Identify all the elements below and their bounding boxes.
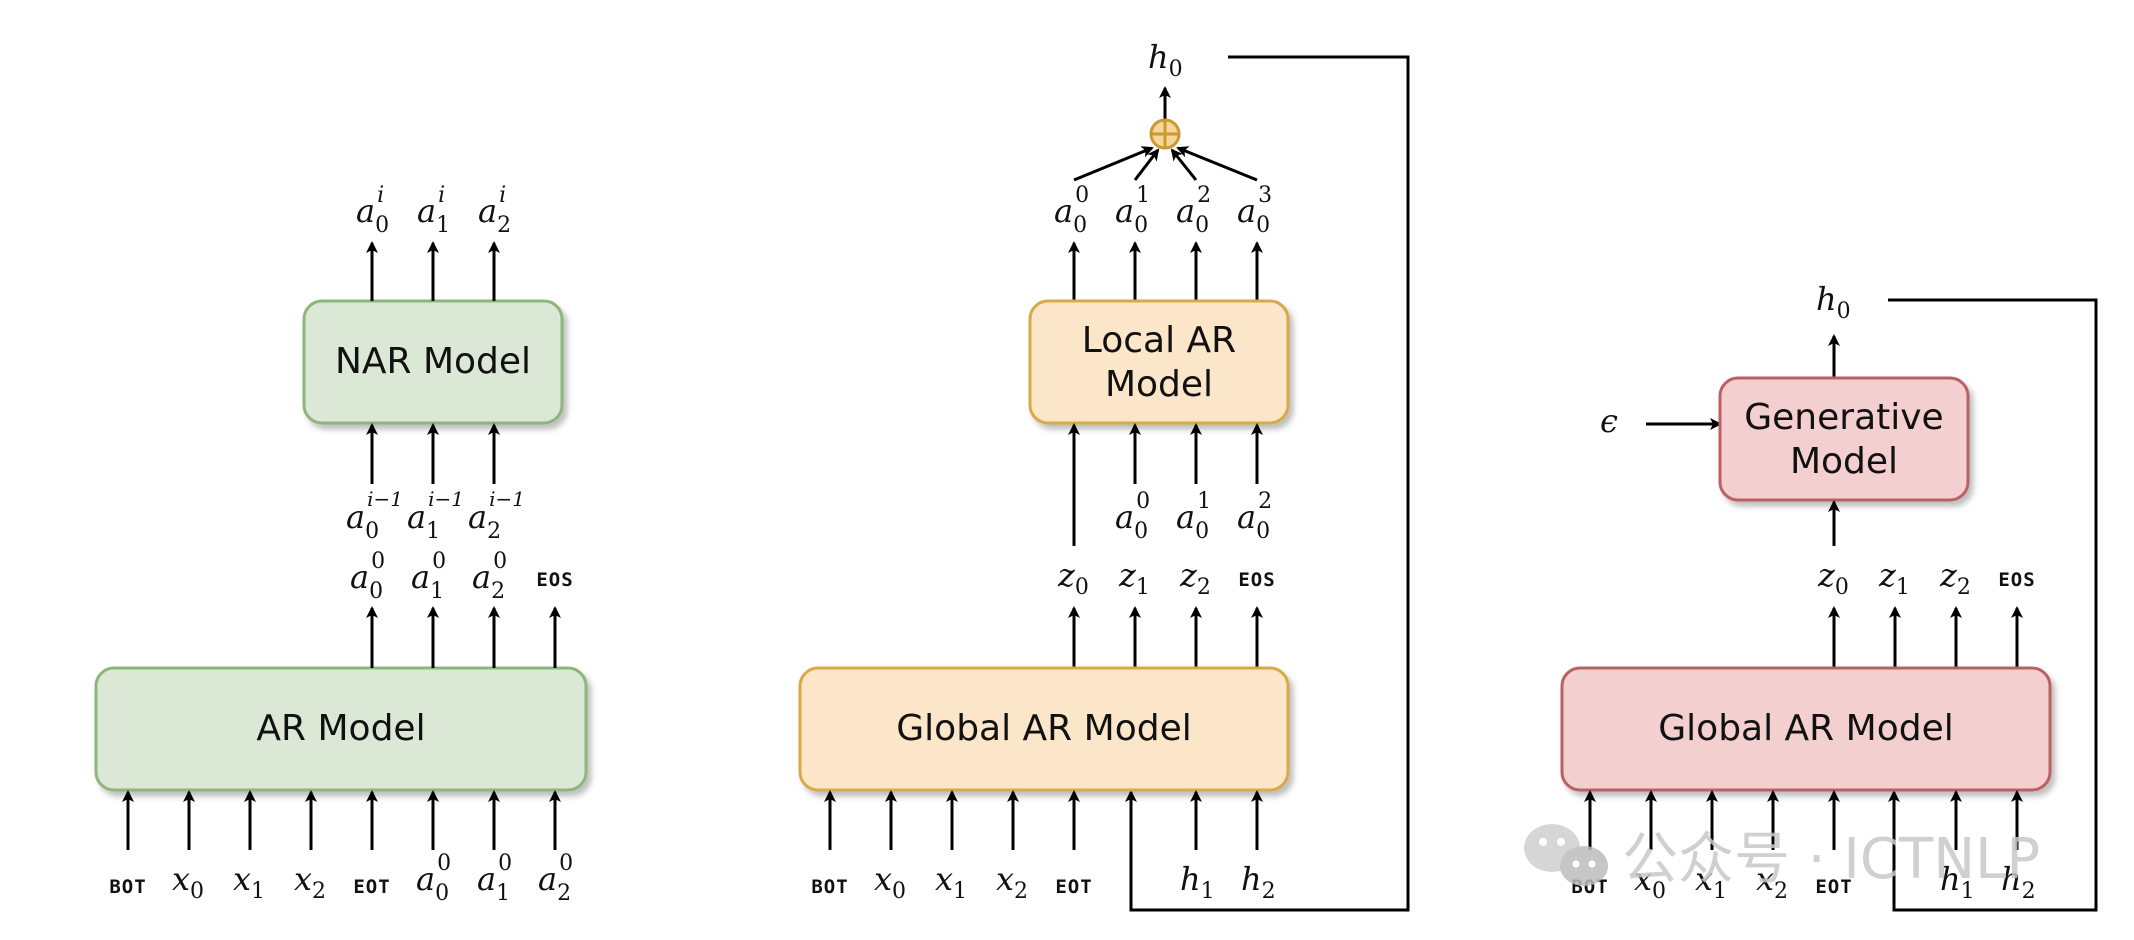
wechat-icon — [1524, 824, 1608, 886]
epsilon-label: ϵ — [1600, 402, 1618, 440]
generative-model-box — [1718, 376, 1970, 502]
global-ar-model-label-3: Global AR Model — [1658, 708, 1953, 749]
ar-output-a2: a20 — [472, 549, 507, 604]
global-ar-model-box-2 — [798, 666, 1290, 792]
nar-output-a1: a1i — [417, 183, 450, 238]
ar-input-eot: EOT — [353, 876, 390, 898]
global3-output-z0: z0 — [1817, 556, 1849, 600]
panel-local-ar: h0 a00 a01 a02 a03 Local AR Model — [798, 38, 1410, 912]
global2-input-eot: EOT — [1055, 876, 1092, 898]
ar-input-bot: BOT — [109, 876, 146, 898]
nar-output-arrows — [366, 241, 500, 301]
nar-input-a0-prev: a0i−1 — [346, 487, 403, 544]
global3-input-arrows — [1584, 790, 2023, 850]
global-ar-model-box-3 — [1560, 666, 2052, 792]
watermark-text: 公众号 · ICTNLP — [1622, 827, 2040, 892]
ar-input-x2: x2 — [294, 860, 326, 904]
ar-input-x0: x0 — [172, 860, 204, 904]
ar-output-a0: a00 — [350, 549, 385, 604]
local-input-a01: a01 — [1176, 489, 1211, 544]
ar-input-a0: a00 — [416, 851, 451, 906]
gen-h0-label: h0 — [1816, 280, 1851, 324]
global2-input-bot: BOT — [811, 876, 848, 898]
local-input-a02: a02 — [1237, 489, 1272, 544]
global3-input-x1: x1 — [1695, 860, 1727, 904]
local-input-arrows — [1068, 423, 1263, 546]
nar-output-a2: a2i — [478, 183, 511, 238]
sum-input-arrows — [1073, 146, 1258, 182]
global3-input-eot: EOT — [1815, 876, 1852, 898]
global2-output-z2: z2 — [1179, 556, 1211, 600]
local-h0-label: h0 — [1148, 38, 1183, 82]
global3-input-x0: x0 — [1634, 860, 1666, 904]
nar-input-a1-prev: a1i−1 — [407, 487, 464, 544]
watermark: 公众号 · ICTNLP — [1524, 824, 2040, 892]
nar-model-label: NAR Model — [335, 341, 531, 382]
ar-input-a2: a20 — [538, 851, 573, 906]
local-output-a02: a02 — [1176, 183, 1211, 238]
local-ar-model-box — [1028, 299, 1290, 425]
global3-input-h1: h1 — [1940, 860, 1975, 904]
local-output-a00: a00 — [1054, 183, 1089, 238]
nar-input-arrows — [366, 423, 500, 484]
global2-input-x2: x2 — [996, 860, 1028, 904]
ar-input-arrows — [122, 790, 561, 850]
global3-output-eos: EOS — [1998, 569, 2035, 591]
generative-model-label-line2: Model — [1790, 441, 1898, 482]
nar-input-a2-prev: a2i−1 — [468, 487, 525, 544]
global2-input-arrows — [824, 790, 1263, 850]
panel-nar: NAR Model AR Model a0i a1i a2i a0i−1 a1i… — [94, 183, 588, 906]
ar-model-label: AR Model — [256, 708, 425, 749]
global2-output-arrows — [1068, 606, 1263, 668]
global2-input-x0: x0 — [874, 860, 906, 904]
global2-output-eos: EOS — [1238, 569, 1275, 591]
global3-input-x2: x2 — [1756, 860, 1788, 904]
local-ar-model-label-line1: Local AR — [1082, 320, 1236, 361]
global2-output-z0: z0 — [1057, 556, 1089, 600]
generative-model-label-line1: Generative — [1744, 397, 1943, 438]
ar-model-box — [94, 666, 588, 792]
global-ar-model-label-2: Global AR Model — [896, 708, 1191, 749]
local-feedback-line — [1129, 55, 1410, 912]
gen-feedback-line — [1888, 298, 2098, 912]
local-output-a03: a03 — [1237, 183, 1272, 238]
local-input-a00: a00 — [1115, 489, 1150, 544]
local-output-arrows — [1068, 241, 1263, 301]
ar-output-arrows — [366, 606, 561, 668]
local-output-a01: a01 — [1115, 183, 1150, 238]
global2-input-x1: x1 — [935, 860, 967, 904]
ar-output-eos: EOS — [536, 569, 573, 591]
global3-output-arrows — [1828, 606, 2023, 668]
nar-output-a0: a0i — [356, 183, 389, 238]
ar-input-x1: x1 — [233, 860, 265, 904]
global3-input-h2: h2 — [2001, 860, 2036, 904]
ar-input-a1: a10 — [477, 851, 512, 906]
global2-output-z1: z1 — [1118, 556, 1150, 600]
global3-output-z1: z1 — [1878, 556, 1910, 600]
global3-output-z2: z2 — [1939, 556, 1971, 600]
local-ar-model-label-line2: Model — [1105, 364, 1213, 405]
global2-input-h2: h2 — [1241, 860, 1276, 904]
ar-output-a1: a10 — [411, 549, 446, 604]
panel-generative: h0 ϵ Generative Model z0 z1 z2 EOS Globa… — [1560, 280, 2098, 912]
global2-input-h1: h1 — [1180, 860, 1215, 904]
